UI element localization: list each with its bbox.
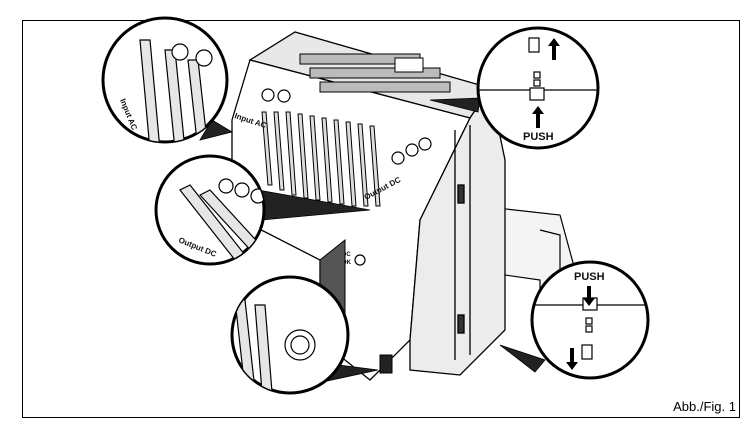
- ok-label: OK: [342, 260, 352, 266]
- push-top-label: PUSH: [523, 131, 554, 143]
- callout-push-down: PUSH: [530, 260, 650, 380]
- arrow-down-icon: [566, 348, 578, 370]
- callout-input-ac: Input AC: [101, 16, 229, 144]
- dc-label: DC: [342, 252, 351, 258]
- bottom-latch: [379, 354, 393, 374]
- figure-caption: Abb./Fig. 1: [673, 399, 736, 414]
- callout-push-up: PUSH: [476, 26, 600, 150]
- dc-ok-led: DC OK: [342, 252, 366, 266]
- callout-output-dc: Output DC: [154, 154, 266, 266]
- arrow-up-icon: [532, 106, 544, 128]
- arrow-up-icon: [548, 38, 560, 60]
- push-bottom-label: PUSH: [574, 271, 605, 283]
- arrow-down-icon: [583, 286, 595, 306]
- callout-led-closeup: [230, 275, 350, 395]
- terminal-screws: [261, 88, 432, 165]
- terminal-ribs: [261, 53, 451, 207]
